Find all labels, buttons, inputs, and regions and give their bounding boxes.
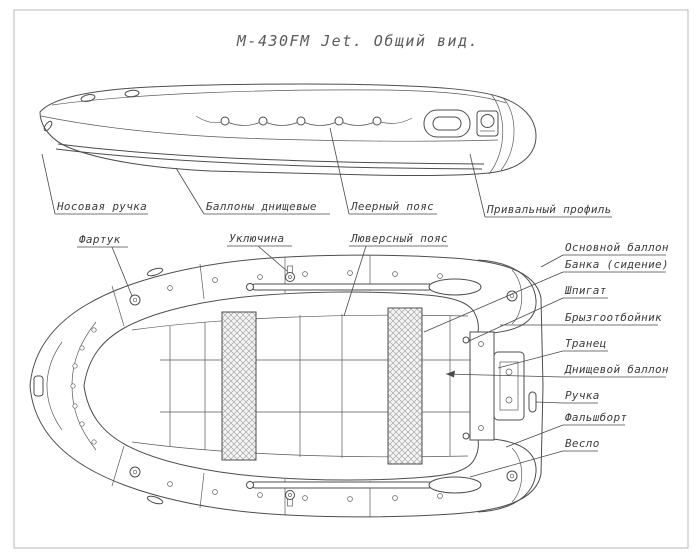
- oarlock-bottom: [285, 490, 295, 507]
- label-handle: Ручка: [565, 389, 600, 402]
- side-view: [39, 83, 537, 177]
- label-seat: Банка (сидение): [565, 258, 669, 271]
- tube-handle-bottom: [146, 495, 164, 505]
- top-view: [29, 254, 544, 518]
- drawing-title: М-430FM Jet. Общий вид.: [236, 32, 479, 50]
- top-outer-outline: [29, 254, 544, 518]
- label-apron: Фартук: [79, 233, 121, 246]
- side-hull-outline: [39, 83, 537, 177]
- label-rub-profile: Привальный профиль: [486, 203, 612, 216]
- side-deck-seam: [51, 89, 507, 106]
- bow-apron-lacing: [70, 327, 97, 445]
- oar-top: [246, 278, 482, 296]
- label-bottom-tube: Днищевой баллон: [564, 363, 669, 376]
- label-bottom-tubes: Баллоны днищевые: [206, 200, 317, 213]
- top-bow-handle: [33, 375, 44, 397]
- drawing-frame: [13, 9, 689, 549]
- side-mid-seam: [40, 115, 499, 142]
- side-lifeline-grommets: [220, 116, 382, 126]
- label-bulwark: Фальшборт: [565, 411, 627, 424]
- oar-bottom: [246, 476, 482, 494]
- stern-handle: [528, 391, 537, 413]
- label-scupper: Шпигат: [564, 284, 607, 297]
- scupper-drains: [462, 336, 470, 440]
- deck-handle-1: [80, 94, 96, 102]
- label-bow-handle: Носовая ручка: [56, 200, 147, 213]
- grommet-belt: [167, 270, 443, 502]
- stern-cap-arcs: [477, 259, 537, 513]
- seat-rear: [387, 307, 423, 465]
- stern-cap-seams: [488, 93, 515, 175]
- label-main-tube: Основной баллон: [565, 241, 669, 254]
- deck-handle-2: [124, 89, 140, 98]
- floorboard-joints: [169, 314, 451, 458]
- label-grommet-belt: Люверсный пояс: [350, 232, 448, 245]
- label-transom: Транец: [565, 337, 607, 350]
- stern-plate: [423, 109, 499, 138]
- bow-handle: [43, 120, 53, 132]
- tube-handle-top: [146, 267, 164, 277]
- label-lifeline: Леерный пояс: [350, 200, 434, 213]
- side-rub-rail: [55, 143, 485, 170]
- label-oar: Весло: [565, 437, 600, 450]
- air-valves: [129, 290, 518, 482]
- floor-stringers: [160, 359, 470, 413]
- label-splash-guard: Брызгоотбойник: [565, 311, 662, 324]
- tube-seams: [111, 255, 371, 517]
- oarlock-top: [285, 265, 295, 282]
- seat-front: [221, 311, 257, 461]
- label-oarlock: Уключина: [229, 232, 284, 245]
- callout-lines: [41, 127, 666, 478]
- transom: [469, 331, 525, 441]
- arrowhead-bottom-tube: [446, 370, 455, 378]
